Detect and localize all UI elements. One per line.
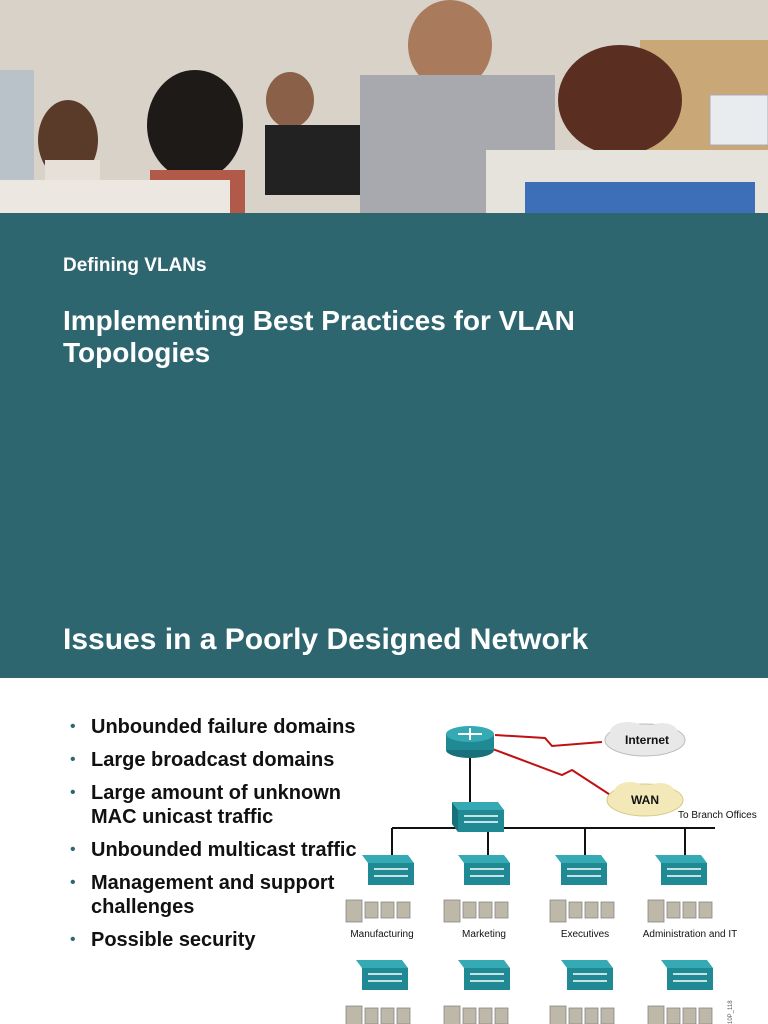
router-icon	[446, 726, 494, 758]
wan-cloud-icon: WAN	[606, 782, 684, 817]
bullet-dot-icon: •	[70, 718, 76, 735]
bullet-item: • Large amount of unknown MAC unicast tra…	[70, 781, 370, 829]
core-switch-icon	[452, 802, 504, 832]
internet-cloud-icon: Internet	[604, 722, 686, 757]
access-switch-icon-marketing	[458, 855, 510, 885]
network-diagram: Internet WAN To Branch Offices	[340, 710, 768, 1024]
bullet-item: • Unbounded multicast traffic	[70, 838, 370, 862]
bullet-text: Possible security	[91, 929, 256, 951]
access-switch-icon-manufacturing	[362, 855, 414, 885]
dept-label-executives: Executives	[561, 929, 609, 940]
slide-title: Implementing Best Practices for VLAN Top…	[63, 305, 575, 368]
bullet-text: Management and support challenges	[91, 872, 335, 918]
internet-link	[494, 734, 603, 748]
bullet-text: Unbounded multicast traffic	[91, 839, 357, 861]
section-label: Defining VLANs	[63, 255, 207, 276]
slide2-title: Issues in a Poorly Designed Network	[63, 623, 589, 656]
bullet-dot-icon: •	[70, 841, 76, 858]
bullet-text: Unbounded failure domains	[91, 716, 356, 738]
workstation-group-icon	[345, 1005, 713, 1024]
bullet-item: • Unbounded failure domains	[70, 715, 370, 739]
workstation-group-icon	[345, 899, 713, 923]
dept-label-admin: Administration and IT	[643, 929, 738, 940]
bullet-item: • Possible security	[70, 928, 370, 952]
access-switch-icon-row2	[458, 960, 510, 990]
bullet-item: • Large broadcast domains	[70, 748, 370, 772]
title-panel	[0, 213, 768, 678]
wan-label: WAN	[631, 793, 659, 807]
bullet-dot-icon: •	[70, 874, 76, 891]
branch-offices-label: To Branch Offices	[678, 810, 757, 821]
access-switch-icon-row2	[561, 960, 613, 990]
bullet-text: Large amount of unknown MAC unicast traf…	[91, 782, 341, 828]
access-switch-icon-row2	[661, 960, 713, 990]
internet-label: Internet	[625, 733, 669, 747]
access-switch-icon-row2	[356, 960, 408, 990]
dept-label-marketing: Marketing	[462, 929, 506, 940]
dept-label-manufacturing: Manufacturing	[350, 929, 413, 940]
bullet-text: Large broadcast domains	[91, 749, 335, 771]
access-switch-icon-executives	[555, 855, 607, 885]
bullet-list: • Unbounded failure domains • Large broadc…	[70, 715, 370, 961]
wan-link	[489, 747, 616, 799]
header-photo	[0, 0, 768, 213]
bullet-dot-icon: •	[70, 751, 76, 768]
bullet-dot-icon: •	[70, 784, 76, 801]
bullet-dot-icon: •	[70, 931, 76, 948]
access-switch-icon-admin	[655, 855, 707, 885]
figure-id: 10P_118	[728, 1000, 734, 1024]
bullet-item: • Management and support challenges	[70, 871, 370, 919]
